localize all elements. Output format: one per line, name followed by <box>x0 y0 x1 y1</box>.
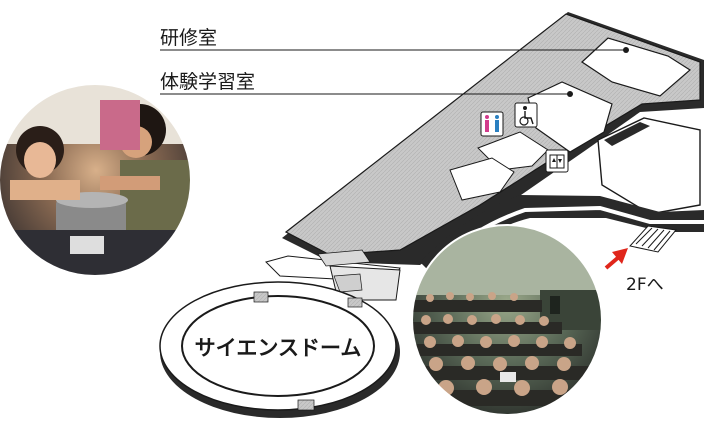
stairs-to-2f-label: 2Fへ <box>626 275 664 295</box>
hands-on-room-label: 体験学習室 <box>160 71 255 93</box>
science-dome-label: サイエンスドーム <box>195 336 362 360</box>
stairs-arrow-icon <box>604 248 628 270</box>
photo-dome-audience <box>411 224 603 416</box>
wheelchair-accessible-icon <box>514 102 538 128</box>
training-room-callout: 研修室 <box>160 27 629 53</box>
stairs-to-2f: 2Fへ <box>604 225 677 295</box>
hands-on-room-area <box>527 81 613 153</box>
training-room-area <box>581 37 692 97</box>
hands-on-room-callout: 体験学習室 <box>160 71 573 97</box>
photo-children-experiment <box>0 83 192 277</box>
restroom-icon <box>480 111 504 137</box>
elevator-icon <box>545 149 569 173</box>
training-room-label: 研修室 <box>160 27 217 49</box>
corridor-area <box>329 195 704 301</box>
science-dome: サイエンスドーム <box>159 281 400 418</box>
